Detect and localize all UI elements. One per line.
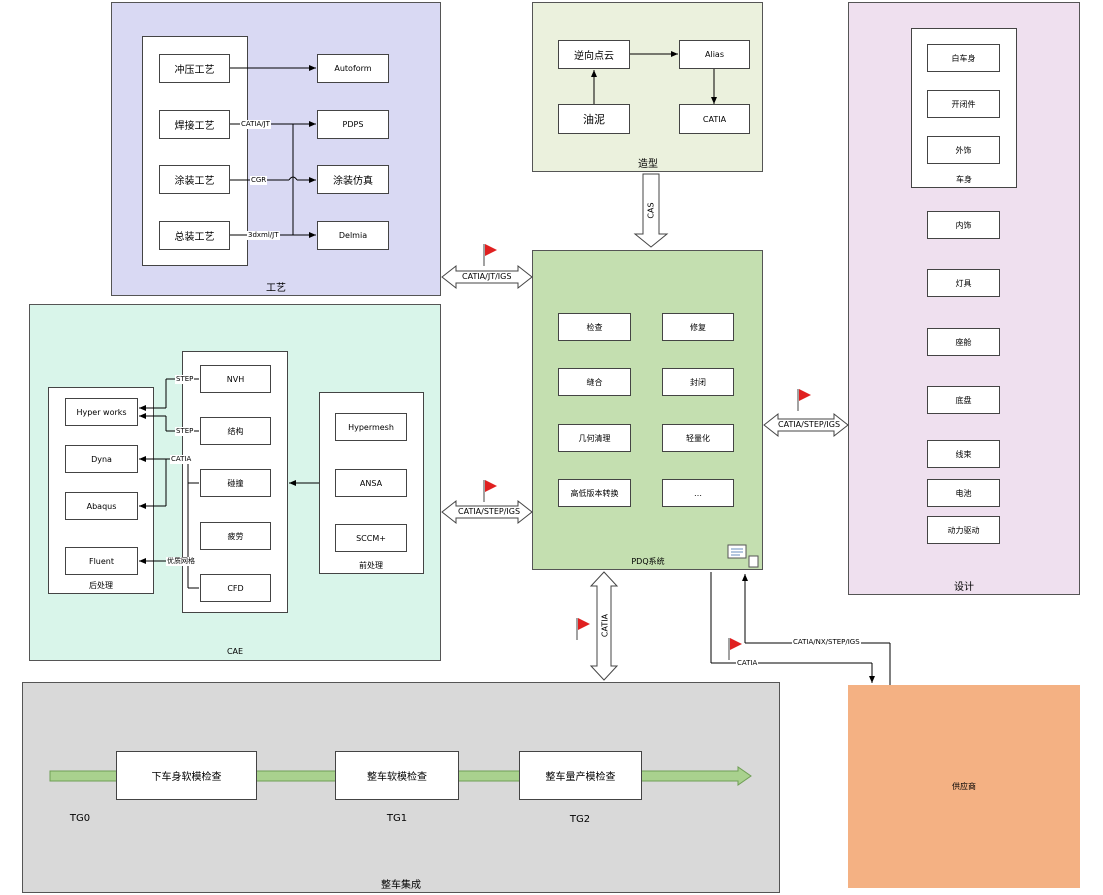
pdq-title: PDQ系统: [631, 557, 665, 566]
cae-solver-structure: 结构: [200, 417, 271, 445]
process-tool-delmia: Delmia: [317, 221, 389, 250]
styling-item-catia: CATIA: [679, 104, 750, 134]
pdq-item-stitch: 缝合: [558, 368, 631, 396]
pdq-item-repair: 修复: [662, 313, 734, 341]
edge-label: CATIA/JT: [240, 120, 271, 129]
cae-post-abaqus: Abaqus: [65, 492, 138, 520]
flag-icon: [483, 480, 497, 502]
styling-item-point-cloud: 逆向点云: [558, 40, 630, 69]
pdq-item-close: 封闭: [662, 368, 734, 396]
integration-stage-underbody: 下车身软模检查: [116, 751, 257, 800]
styling-item-alias: Alias: [679, 40, 750, 69]
integration-stage-vehicle-soft: 整车软模检查: [335, 751, 459, 800]
design-item-exterior: 外饰: [927, 136, 1000, 164]
pdq-item-check: 检查: [558, 313, 631, 341]
design-item-lamps: 灯具: [927, 269, 1000, 297]
supplier-title: 供应商: [952, 782, 976, 791]
design-item-cockpit: 座舱: [927, 328, 1000, 356]
cae-pre-sccm: SCCM+: [335, 524, 407, 552]
gate-tg0: TG0: [69, 813, 91, 824]
flag-icon: [576, 618, 590, 640]
edge-label: CATIA: [170, 455, 193, 464]
styling-title: 造型: [638, 159, 658, 170]
process-item-stamping: 冲压工艺: [159, 54, 230, 83]
cae-title: CAE: [226, 647, 244, 656]
connector-label-pdq-to-supplier: CATIA: [736, 659, 759, 668]
pdq-region: [532, 250, 763, 570]
cae-post-hyperworks: Hyper works: [65, 398, 138, 426]
process-item-assembly: 总装工艺: [159, 221, 230, 250]
edge-label: 优质网格: [166, 557, 196, 566]
flag-icon: [728, 638, 742, 660]
body-group-title: 车身: [956, 175, 972, 184]
edge-label: CGR: [250, 176, 268, 185]
cae-pre-hypermesh: Hypermesh: [335, 413, 407, 441]
flag-icon: [483, 244, 497, 266]
process-title: 工艺: [266, 283, 286, 294]
connector-label-pdq-integration: CATIA: [600, 613, 610, 638]
process-tool-paint-sim: 涂装仿真: [317, 165, 389, 194]
pdq-item-lightweight: 轻量化: [662, 424, 734, 452]
post-processing-title: 后处理: [89, 581, 113, 590]
design-item-biw: 白车身: [927, 44, 1000, 72]
cae-post-fluent: Fluent: [65, 547, 138, 575]
connector-label-supplier-to-pdq: CATIA/NX/STEP/IGS: [792, 638, 861, 647]
cae-solver-fatigue: 疲劳: [200, 522, 271, 550]
pdq-item-geometry-cleanup: 几何清理: [558, 424, 631, 452]
pdq-item-more: …: [662, 479, 734, 507]
edge-label: STEP: [175, 375, 195, 384]
design-title: 设计: [954, 582, 974, 593]
connector-label-pdq-design: CATIA/STEP/IGS: [778, 420, 841, 429]
design-item-interior: 内饰: [927, 211, 1000, 239]
connector-label-cae-pdq: CATIA/STEP/IGS: [458, 507, 521, 516]
integration-title: 整车集成: [381, 880, 421, 891]
cas-label: CAS: [646, 202, 656, 219]
connector-label-process-pdq: CATIA/JT/IGS: [462, 272, 512, 281]
edge-label: 3dxml/JT: [247, 231, 280, 240]
cae-post-dyna: Dyna: [65, 445, 138, 473]
cae-solver-nvh: NVH: [200, 365, 271, 393]
design-item-powertrain: 动力驱动: [927, 516, 1000, 544]
styling-item-clay: 油泥: [558, 104, 630, 134]
process-item-painting: 涂装工艺: [159, 165, 230, 194]
design-item-battery: 电池: [927, 479, 1000, 507]
design-item-closures: 开闭件: [927, 90, 1000, 118]
flag-icon: [797, 389, 811, 411]
process-tool-autoform: Autoform: [317, 54, 389, 83]
design-item-harness: 线束: [927, 440, 1000, 468]
cae-solver-crash: 碰撞: [200, 469, 271, 497]
document-icon: [727, 544, 759, 568]
cae-pre-ansa: ANSA: [335, 469, 407, 497]
styling-region: [532, 2, 763, 172]
cae-solver-cfd: CFD: [200, 574, 271, 602]
pre-processing-title: 前处理: [359, 561, 383, 570]
design-item-chassis: 底盘: [927, 386, 1000, 414]
process-item-welding: 焊接工艺: [159, 110, 230, 139]
supplier-region: [848, 685, 1080, 888]
edge-label: STEP: [175, 427, 195, 436]
gate-tg1: TG1: [386, 813, 408, 824]
process-tool-pdps: PDPS: [317, 110, 389, 139]
gate-tg2: TG2: [569, 814, 591, 825]
integration-stage-production: 整车量产模检查: [519, 751, 642, 800]
pdq-item-version-convert: 高低版本转换: [558, 479, 631, 507]
